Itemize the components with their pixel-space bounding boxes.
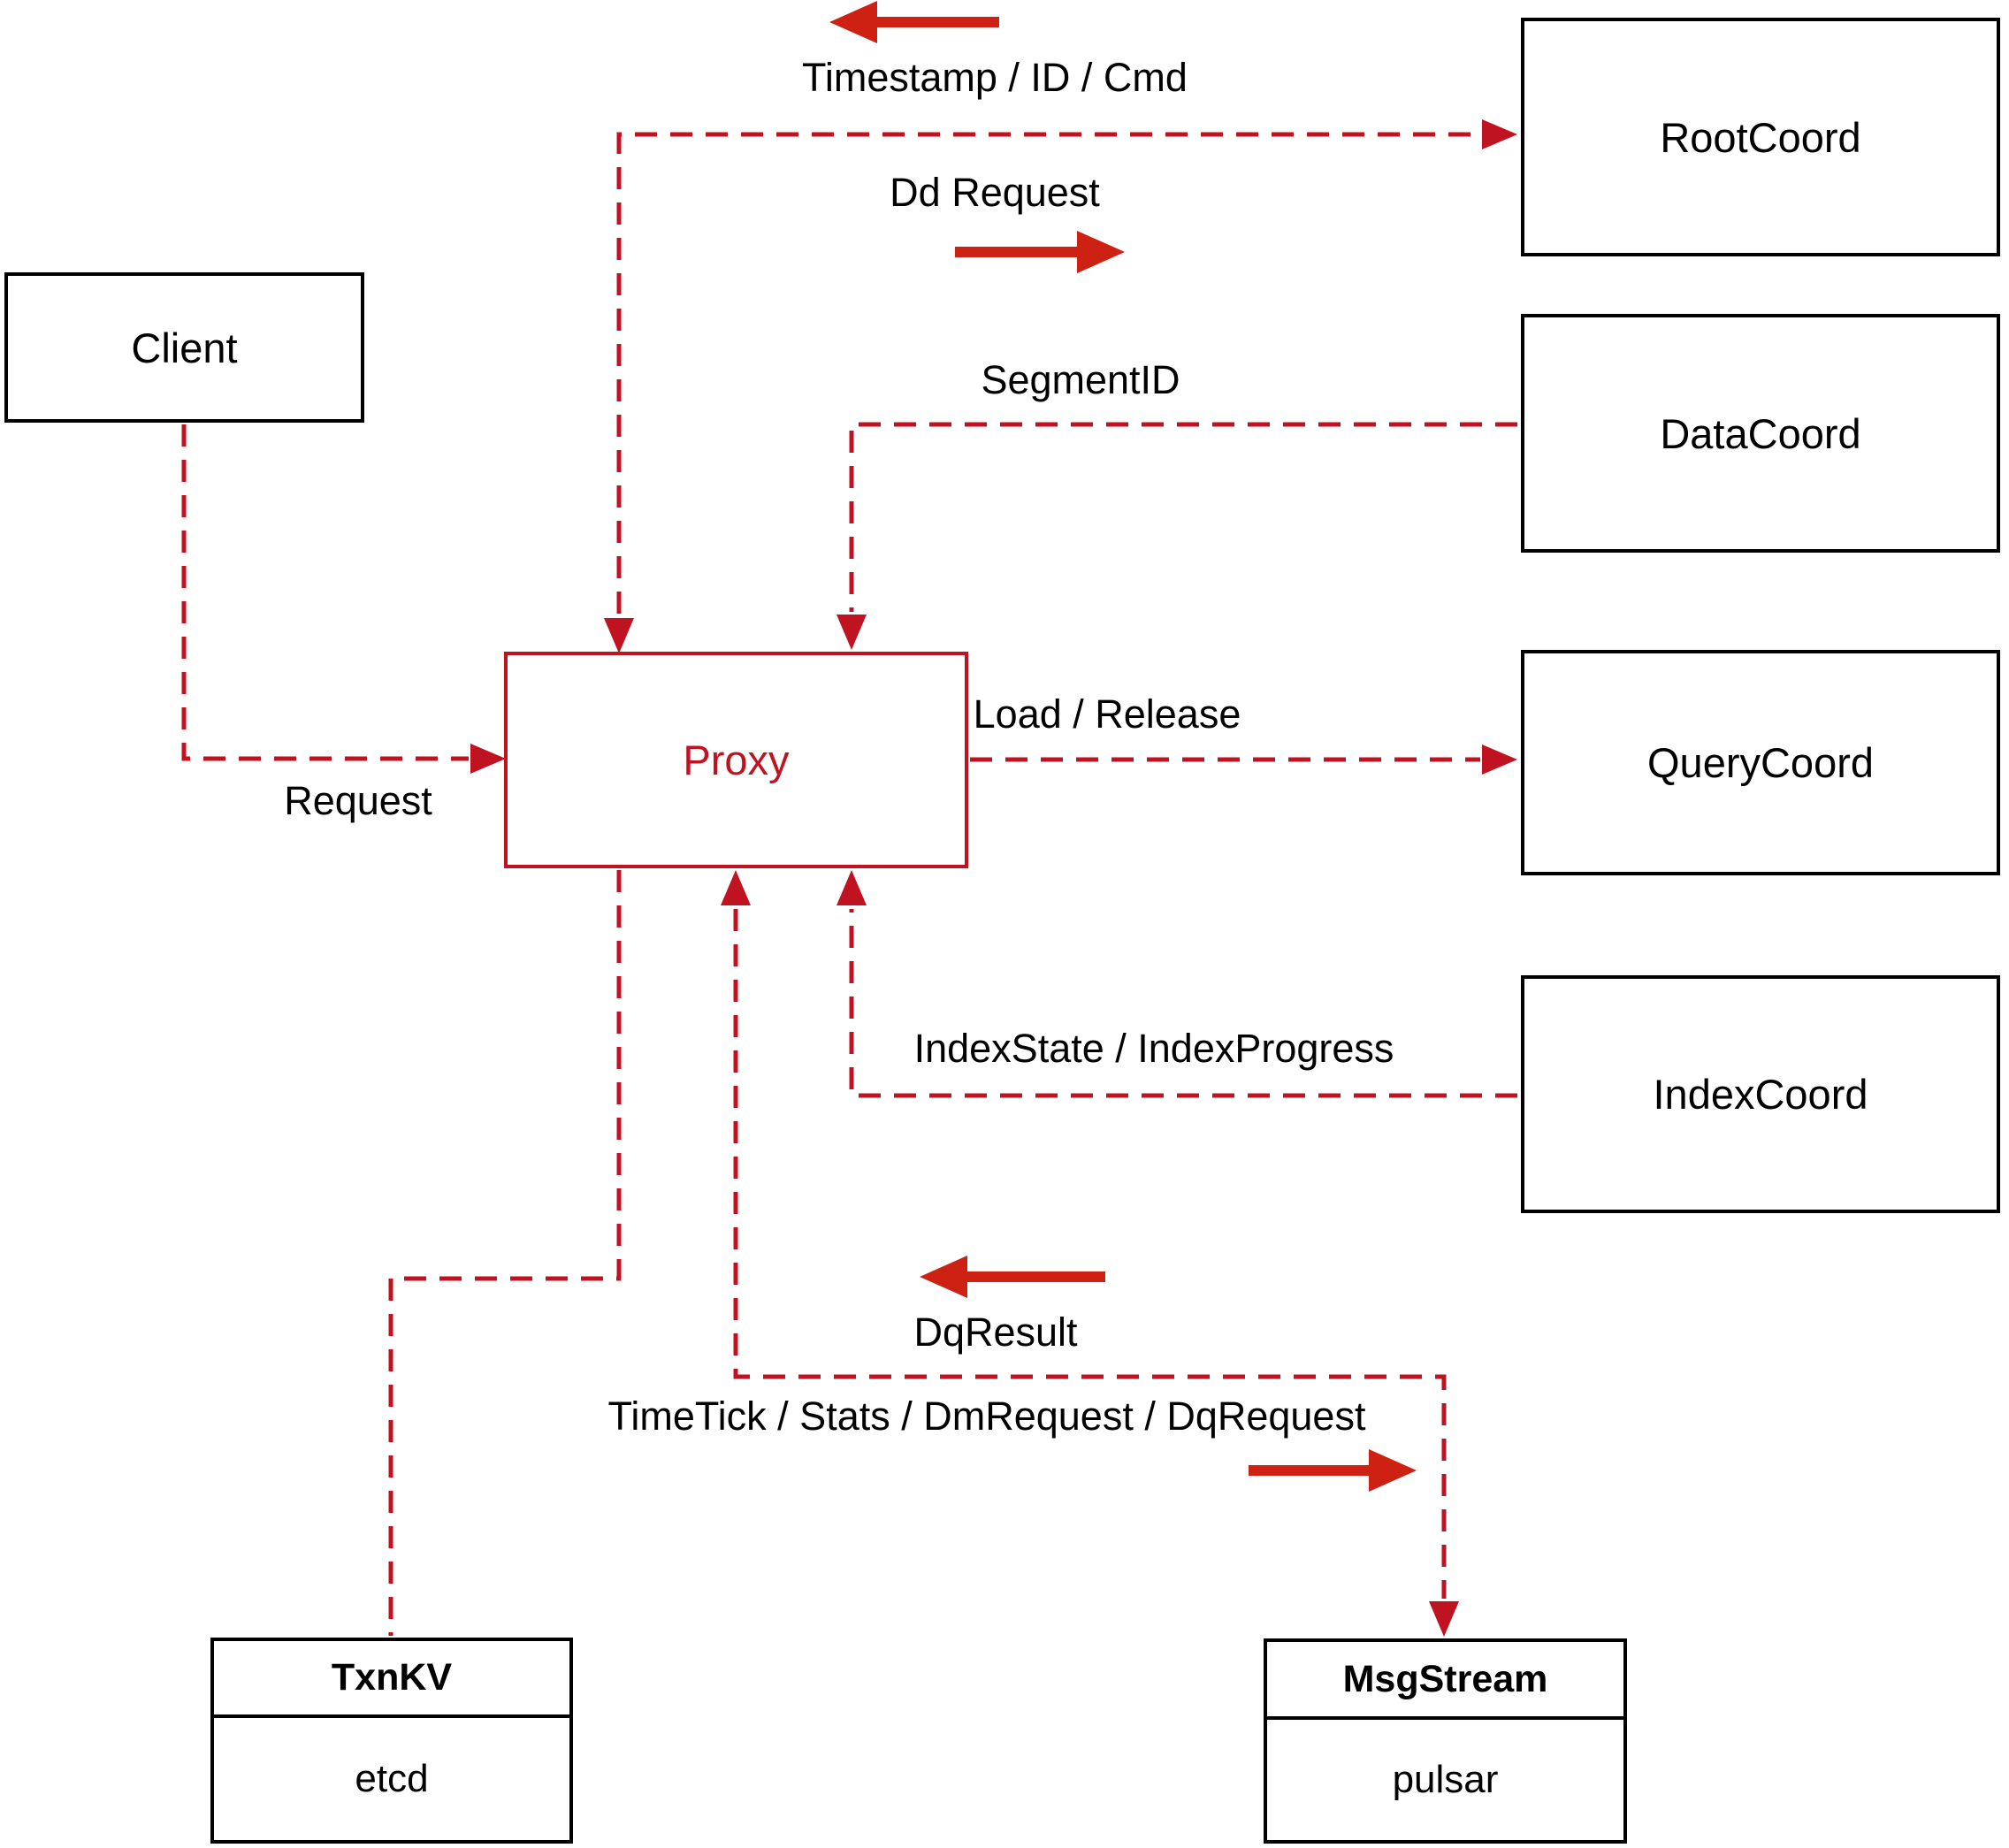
edge-label-segment-id: SegmentID <box>981 357 1180 402</box>
edge-datacoord-proxy <box>836 422 1517 650</box>
edge-label-dq-result: DqResult <box>913 1310 1078 1355</box>
node-client-label: Client <box>131 324 238 371</box>
edge-label-load-release: Load / Release <box>973 691 1241 737</box>
dd-request-direction-arrow <box>955 231 1125 273</box>
node-datacoord: DataCoord <box>1521 314 2000 553</box>
edge-label-request: Request <box>284 778 432 823</box>
timestamp-direction-arrow <box>829 1 999 43</box>
node-rootcoord-label: RootCoord <box>1660 113 1861 161</box>
node-querycoord-label: QueryCoord <box>1647 739 1874 786</box>
node-rootcoord: RootCoord <box>1521 18 2000 256</box>
edge-label-dd-request: Dd Request <box>890 170 1100 215</box>
edge-label-timestamp: Timestamp / ID / Cmd <box>802 55 1188 100</box>
node-msgstream: MsgStream pulsar <box>1264 1638 1627 1844</box>
node-querycoord: QueryCoord <box>1521 650 2000 875</box>
node-txnkv: TxnKV etcd <box>210 1638 573 1844</box>
edge-proxy-rootcoord <box>604 119 1517 653</box>
node-proxy-label: Proxy <box>683 737 790 783</box>
edge-label-time-tick: TimeTick / Stats / DmRequest / DqRequest <box>607 1394 1366 1439</box>
edge-client-proxy <box>181 424 506 774</box>
edge-proxy-txnkv <box>388 870 622 1636</box>
node-proxy: Proxy <box>504 652 968 868</box>
node-txnkv-impl: etcd <box>355 1757 429 1800</box>
dq-result-direction-arrow <box>920 1256 1105 1298</box>
edge-proxy-querycoord <box>970 745 1517 775</box>
node-msgstream-impl: pulsar <box>1392 1758 1499 1801</box>
edge-label-index-state: IndexState / IndexProgress <box>913 1026 1394 1071</box>
node-client: Client <box>4 272 364 423</box>
time-tick-direction-arrow <box>1249 1449 1417 1492</box>
node-txnkv-title: TxnKV <box>214 1641 569 1718</box>
node-datacoord-label: DataCoord <box>1660 409 1861 457</box>
edge-proxy-msgstream <box>721 870 1459 1637</box>
node-indexcoord: IndexCoord <box>1521 975 2000 1213</box>
node-indexcoord-label: IndexCoord <box>1653 1071 1868 1118</box>
edge-indexcoord-proxy <box>836 870 1517 1098</box>
node-msgstream-title: MsgStream <box>1267 1642 1623 1720</box>
